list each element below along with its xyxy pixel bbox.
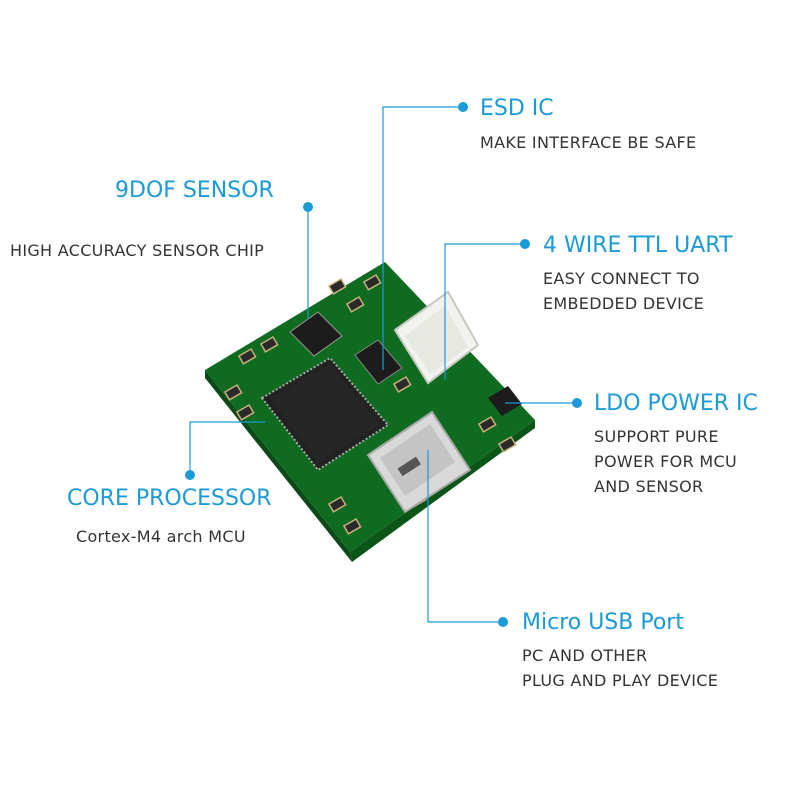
micro-usb-description: PC AND OTHER PLUG AND PLAY DEVICE <box>522 646 719 690</box>
ldo-power-ic-title: LDO POWER IC <box>594 391 758 416</box>
core-processor-description: Cortex-M4 arch MCU <box>76 527 246 546</box>
core-processor-title: CORE PROCESSOR <box>67 486 272 511</box>
esd-leader-line <box>382 106 463 370</box>
uart-leader-dot <box>520 239 530 249</box>
esd-ic-title: ESD IC <box>480 96 554 121</box>
mcu-chip <box>260 356 390 472</box>
core-leader-line <box>189 421 265 475</box>
usb-leader-line <box>427 450 503 623</box>
micro-usb-title: Micro USB Port <box>522 610 684 635</box>
ldo-chip <box>488 386 522 416</box>
usb-leader-dot <box>498 617 508 627</box>
9dof-sensor-title: 9DOF SENSOR <box>115 178 274 203</box>
micro-usb-port <box>366 410 472 514</box>
sensor-chip <box>289 311 343 357</box>
esd-chip <box>354 339 403 385</box>
uart-title: 4 WIRE TTL UART <box>543 233 733 258</box>
uart-description: EASY CONNECT TO EMBEDDED DEVICE <box>543 269 705 313</box>
uart-leader-line <box>444 243 525 380</box>
sensor-leader-dot <box>303 202 313 212</box>
ldo-leader-dot <box>572 398 582 408</box>
esd-ic-description: MAKE INTERFACE BE SAFE <box>480 133 697 152</box>
esd-leader-dot <box>458 102 468 112</box>
core-leader-dot <box>185 470 195 480</box>
uart-connector <box>393 290 480 385</box>
9dof-sensor-description: HIGH ACCURACY SENSOR CHIP <box>10 241 265 260</box>
ldo-power-ic-description: SUPPORT PURE POWER FOR MCU AND SENSOR <box>594 427 737 496</box>
